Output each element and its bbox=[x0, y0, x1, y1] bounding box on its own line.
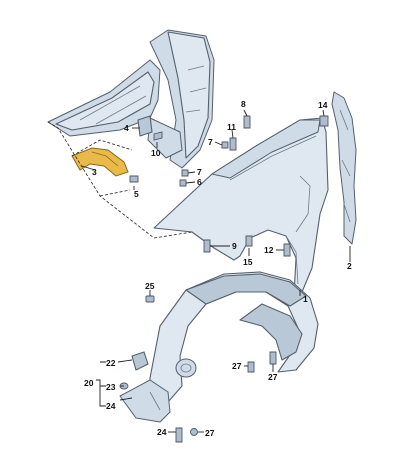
callout-14: 14 bbox=[318, 100, 328, 110]
callout-12: 12 bbox=[264, 245, 274, 255]
bolt-6 bbox=[179, 179, 187, 187]
screw-27-right bbox=[269, 351, 277, 365]
bolt-11 bbox=[229, 137, 237, 151]
callout-27a: 27 bbox=[232, 361, 242, 371]
screw-27-mid bbox=[247, 361, 255, 373]
callout-7b: 7 bbox=[197, 167, 202, 177]
bolt-15 bbox=[245, 235, 253, 247]
leader-lines bbox=[47, 109, 351, 433]
callout-8: 8 bbox=[241, 99, 246, 109]
callout-2: 2 bbox=[347, 261, 352, 271]
clip-25 bbox=[145, 295, 155, 303]
bolt-7a bbox=[221, 141, 229, 149]
bolt-5 bbox=[129, 175, 139, 183]
body-frame bbox=[47, 29, 215, 169]
callout-24b: 24 bbox=[157, 427, 167, 437]
callout-15: 15 bbox=[243, 257, 253, 267]
screw-27-lower bbox=[190, 428, 198, 436]
callout-27c: 27 bbox=[205, 428, 215, 438]
callout-20: 20 bbox=[84, 378, 94, 388]
small-bracket-4 bbox=[137, 115, 153, 137]
callout-11: 11 bbox=[227, 122, 236, 132]
callout-27b: 27 bbox=[268, 372, 278, 382]
callout-7a: 7 bbox=[208, 137, 213, 147]
callout-6: 6 bbox=[197, 177, 202, 187]
callout-24a: 24 bbox=[106, 401, 116, 411]
bolt-9 bbox=[203, 239, 211, 253]
bolt-7b bbox=[181, 169, 189, 177]
callout-22: 22 bbox=[106, 358, 116, 368]
callout-25: 25 bbox=[145, 281, 155, 291]
fender-bracket-part-2 bbox=[331, 91, 357, 245]
callout-9: 9 bbox=[232, 241, 237, 251]
callout-3: 3 bbox=[92, 167, 97, 177]
bolt-10 bbox=[153, 131, 163, 141]
bolt-14 bbox=[319, 115, 329, 127]
callout-23: 23 bbox=[106, 382, 116, 392]
callout-1: 1 bbox=[303, 294, 308, 304]
wheel-arch-liner bbox=[119, 271, 319, 423]
callout-labels: 1 2 3 4 5 6 7 7 8 9 10 11 12 14 15 20 22… bbox=[84, 99, 352, 438]
callout-5: 5 bbox=[134, 189, 139, 199]
callout-10: 10 bbox=[151, 148, 161, 158]
bolt-12 bbox=[283, 243, 291, 257]
bolt-8 bbox=[243, 115, 251, 129]
clip-22 bbox=[131, 351, 149, 371]
bracket-part-3 bbox=[71, 147, 129, 177]
callout-4: 4 bbox=[124, 123, 129, 133]
screw-24-lower bbox=[175, 427, 183, 443]
